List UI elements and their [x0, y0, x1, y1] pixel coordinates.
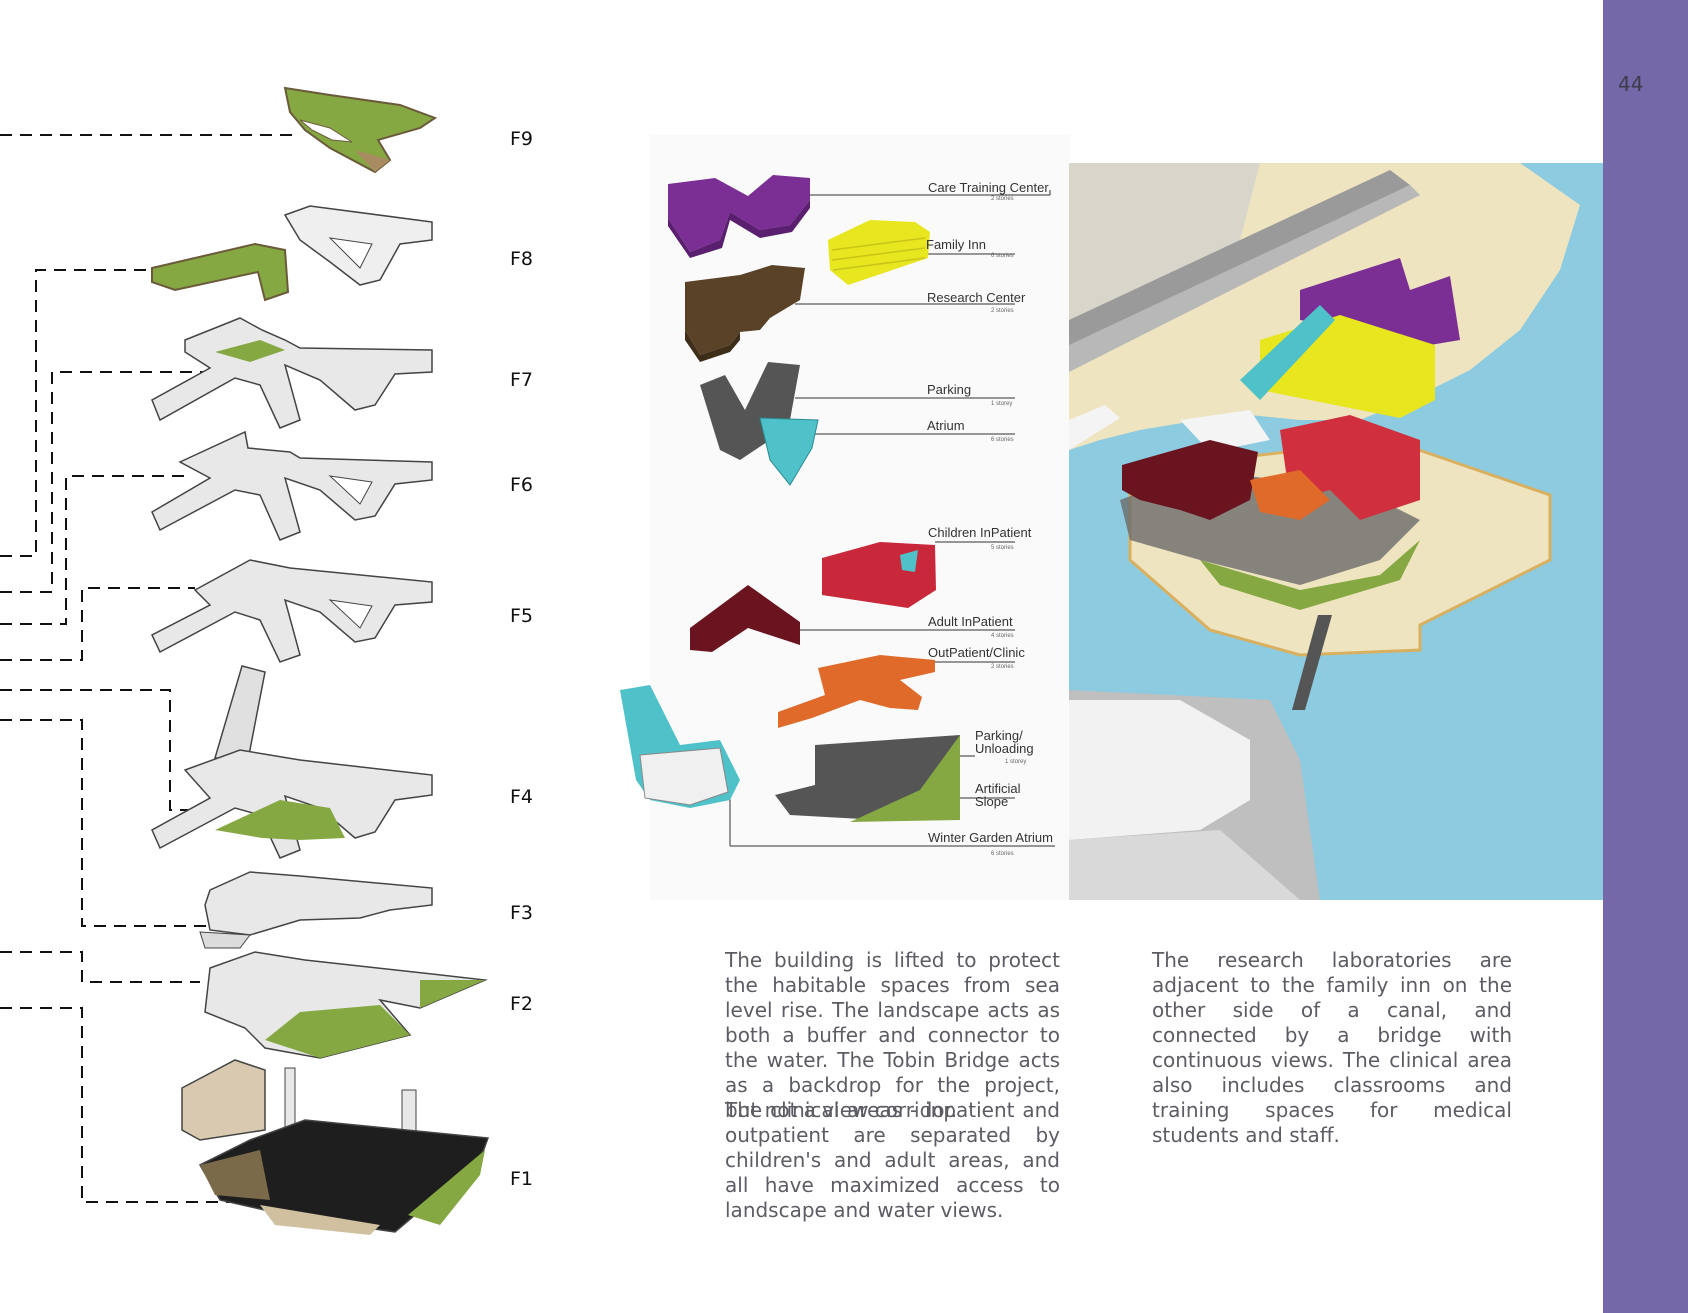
label-outpatient-clinic: OutPatient/Clinic — [928, 645, 1025, 660]
sub-outpatient-clinic: 2 stories — [991, 664, 1014, 670]
dashed-leader-lines — [0, 134, 300, 1203]
label-family-inn: Family Inn — [926, 237, 986, 252]
mass-parking — [700, 362, 800, 460]
mass-winter-garden-atrium — [620, 685, 740, 808]
label-artificial-slope-2: Slope — [975, 794, 1009, 809]
floor-label-f3: F3 — [510, 902, 534, 924]
floor-f7-plan — [151, 317, 433, 429]
floor-label-f1: F1 — [510, 1168, 534, 1190]
floor-label-f6: F6 — [510, 474, 534, 496]
label-adult-inpatient: Adult InPatient — [928, 614, 1013, 629]
floor-label-f2: F2 — [510, 993, 534, 1015]
page-number: 44 — [1618, 72, 1644, 96]
sub-atrium: 6 stories — [991, 437, 1014, 443]
label-parking-unloading: Parking/ — [975, 728, 1023, 743]
label-artificial-slope: Artificial — [975, 781, 1021, 796]
floor-label-f5: F5 — [510, 605, 534, 627]
sub-winter-garden-atrium: 6 stories — [991, 851, 1014, 857]
floor-stack-diagram — [0, 86, 490, 1235]
sub-research-center: 2 stories — [991, 308, 1014, 314]
label-winter-garden-atrium: Winter Garden Atrium — [928, 830, 1053, 845]
mass-research-center — [685, 265, 805, 362]
label-parking: Parking — [927, 382, 972, 397]
mass-care-training-center — [668, 175, 810, 258]
body-text-col1-para1: The building is lifted to protect the ha… — [725, 948, 1060, 1122]
floor-f5-plan — [151, 559, 433, 663]
floor-label-f9: F9 — [510, 128, 534, 150]
label-research-center: Research Center — [927, 290, 1026, 305]
sub-children-inpatient: 5 stories — [991, 545, 1014, 551]
floor-f2-plan — [204, 951, 488, 1059]
floor-f1-plan — [181, 1059, 490, 1235]
sub-family-inn: 6 stories — [991, 253, 1014, 259]
label-children-inpatient: Children InPatient — [928, 525, 1032, 540]
sub-parking: 1 storey — [991, 401, 1013, 407]
label-parking-unloading-2: Unloading — [975, 741, 1034, 756]
sub-adult-inpatient: 4 stories — [991, 633, 1014, 639]
body-text-col2-para1: The research laboratories are adjacent t… — [1152, 948, 1512, 1147]
mass-atrium — [759, 417, 819, 486]
sub-parking-unloading: 1 storey — [1005, 759, 1027, 765]
side-accent-bar — [1603, 0, 1688, 1313]
label-atrium: Atrium — [927, 418, 965, 433]
mass-children-inpatient — [822, 542, 936, 608]
floor-label-f8: F8 — [510, 248, 534, 270]
floor-f9-plan — [283, 86, 438, 174]
floor-label-f4: F4 — [510, 786, 534, 808]
floor-label-f7: F7 — [510, 369, 534, 391]
floor-f6-plan — [151, 430, 433, 541]
mass-adult-inpatient — [690, 585, 800, 652]
sub-care-training-center: 2 stories — [991, 196, 1014, 202]
mass-family-inn — [828, 220, 930, 285]
mass-outpatient-clinic — [778, 655, 935, 728]
floor-f3-plan — [199, 871, 433, 949]
body-text-col1-para2: The clinical areas - inpatient and outpa… — [725, 1098, 1060, 1222]
label-care-training-center: Care Training Center — [928, 180, 1049, 195]
floor-f8-plan — [151, 205, 433, 302]
mass-parking-unloading — [775, 735, 960, 822]
floor-f4-plan — [151, 665, 433, 859]
